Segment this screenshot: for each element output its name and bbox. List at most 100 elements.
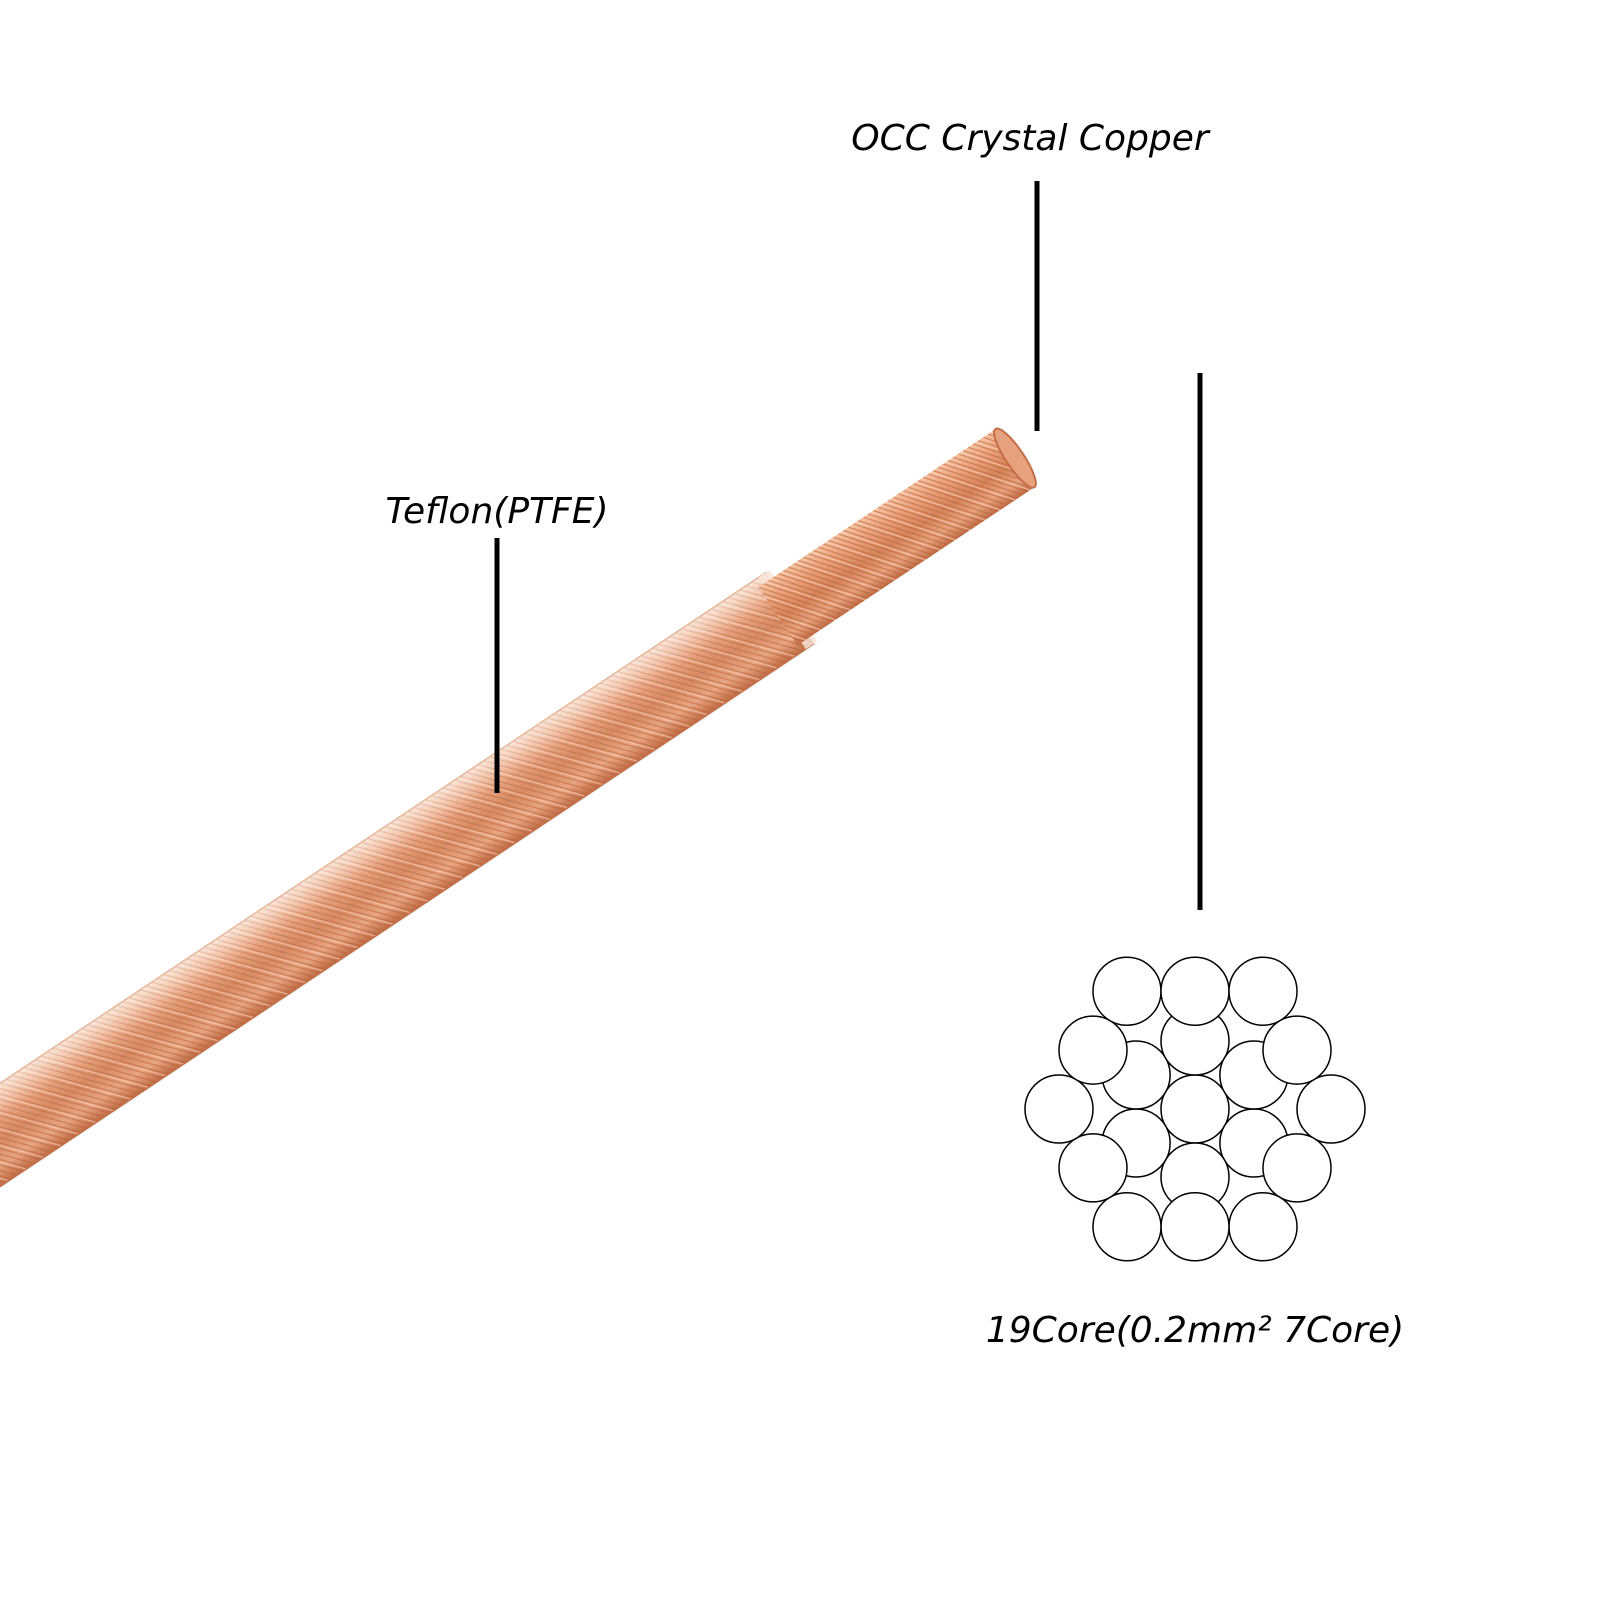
strand-circle bbox=[1262, 1015, 1332, 1085]
strand-line bbox=[900, 491, 986, 521]
strand-line bbox=[1017, 428, 1035, 443]
strand-line bbox=[858, 519, 944, 549]
strand-circle bbox=[1160, 956, 1230, 1026]
strand-line bbox=[1027, 428, 1035, 436]
strand-line bbox=[758, 599, 824, 629]
strand-line bbox=[818, 546, 904, 576]
strand-circle bbox=[1228, 1192, 1298, 1262]
strand-circle bbox=[1058, 1015, 1128, 1085]
strand-line bbox=[825, 541, 911, 571]
strand-circle bbox=[1160, 1074, 1230, 1144]
strand-line bbox=[1093, 334, 1178, 423]
strand-line bbox=[917, 479, 1003, 509]
strand-line bbox=[1065, 352, 1150, 441]
strand-line bbox=[758, 601, 821, 631]
strand-line bbox=[888, 499, 974, 529]
strand-line bbox=[780, 571, 866, 601]
strand-line bbox=[840, 531, 926, 561]
strand-circle bbox=[1058, 1133, 1128, 1203]
strand-circle bbox=[1262, 1133, 1332, 1203]
strand-line bbox=[878, 506, 964, 536]
strand-line bbox=[848, 526, 934, 556]
strand-line bbox=[778, 573, 864, 603]
strand-circle bbox=[1160, 1192, 1230, 1262]
strand-line bbox=[1058, 357, 1143, 446]
strand-line bbox=[1063, 354, 1148, 443]
strand-line bbox=[813, 549, 899, 579]
strand-line bbox=[915, 481, 1001, 511]
strand-line bbox=[1048, 363, 1133, 452]
strand-circle bbox=[1092, 956, 1162, 1026]
strand-line bbox=[1050, 362, 1135, 451]
strand-line bbox=[1083, 340, 1168, 429]
strand-circle bbox=[1092, 1192, 1162, 1262]
strand-line bbox=[838, 533, 924, 563]
strand-circle bbox=[1228, 956, 1298, 1026]
strand-line bbox=[903, 489, 989, 519]
strand-line bbox=[947, 459, 1033, 489]
conductor-label: OCC Crystal Copper bbox=[851, 118, 1211, 159]
strand-line bbox=[1078, 344, 1163, 433]
strand-line bbox=[1068, 350, 1153, 439]
cross-section-diagram bbox=[1024, 956, 1366, 1262]
strand-line bbox=[1080, 342, 1165, 431]
strand-line bbox=[922, 476, 1008, 506]
strand-line bbox=[885, 501, 971, 531]
strand-line bbox=[763, 583, 849, 613]
strand-line bbox=[863, 516, 949, 546]
strand-line bbox=[937, 466, 1023, 496]
strand-line bbox=[843, 529, 929, 559]
strand-line bbox=[908, 486, 994, 516]
strand-line bbox=[853, 523, 939, 553]
strand-line bbox=[912, 483, 998, 513]
strand-line bbox=[930, 471, 1016, 501]
strand-line bbox=[793, 563, 879, 593]
strand-line bbox=[788, 566, 874, 596]
strand-line bbox=[758, 596, 829, 626]
strand-line bbox=[808, 553, 894, 583]
strand-line bbox=[783, 569, 869, 599]
strand-line bbox=[758, 591, 836, 621]
strand-line bbox=[758, 586, 844, 616]
strand-line bbox=[833, 536, 919, 566]
strand-circle bbox=[1024, 1074, 1094, 1144]
strand-line bbox=[927, 473, 1013, 503]
strand-line bbox=[898, 493, 984, 523]
strand-line bbox=[795, 561, 881, 591]
strand-line bbox=[1043, 367, 1128, 456]
cable bbox=[0, 334, 1178, 1194]
jacket-edge-bottom bbox=[0, 643, 815, 1194]
strand-circle bbox=[1296, 1074, 1366, 1144]
strand-line bbox=[883, 503, 969, 533]
strand-line bbox=[855, 521, 941, 551]
strand-line bbox=[1035, 372, 1120, 461]
strand-line bbox=[873, 509, 959, 539]
strand-line bbox=[1073, 347, 1158, 436]
conductor-strand-texture bbox=[758, 334, 1178, 646]
strand-line bbox=[868, 513, 954, 543]
strand-line bbox=[1088, 337, 1173, 426]
conductor-tip bbox=[993, 427, 1037, 489]
strand-line bbox=[828, 539, 914, 569]
strand-line bbox=[1032, 428, 1035, 433]
jacket-edge-top bbox=[0, 571, 767, 1123]
cross-section-label: 19Core(0.2mm² 7Core) bbox=[986, 1310, 1404, 1351]
strand-line bbox=[810, 551, 896, 581]
strand-line bbox=[1038, 370, 1123, 459]
strand-line bbox=[945, 461, 1031, 491]
strand-line bbox=[1020, 428, 1035, 441]
insulation-label: Teflon(PTFE) bbox=[385, 491, 608, 532]
jacket-sheen bbox=[0, 572, 815, 1193]
strand-line bbox=[803, 556, 889, 586]
strand-line bbox=[768, 579, 854, 609]
strand-line bbox=[765, 581, 851, 611]
conductor-body bbox=[758, 428, 1035, 646]
strand-line bbox=[758, 589, 839, 619]
strand-line bbox=[773, 576, 859, 606]
strand-line bbox=[798, 559, 884, 589]
strand-line bbox=[823, 543, 909, 573]
strand-line bbox=[932, 469, 1018, 499]
strand-line bbox=[942, 463, 1028, 493]
bare-copper-conductor bbox=[758, 334, 1178, 646]
